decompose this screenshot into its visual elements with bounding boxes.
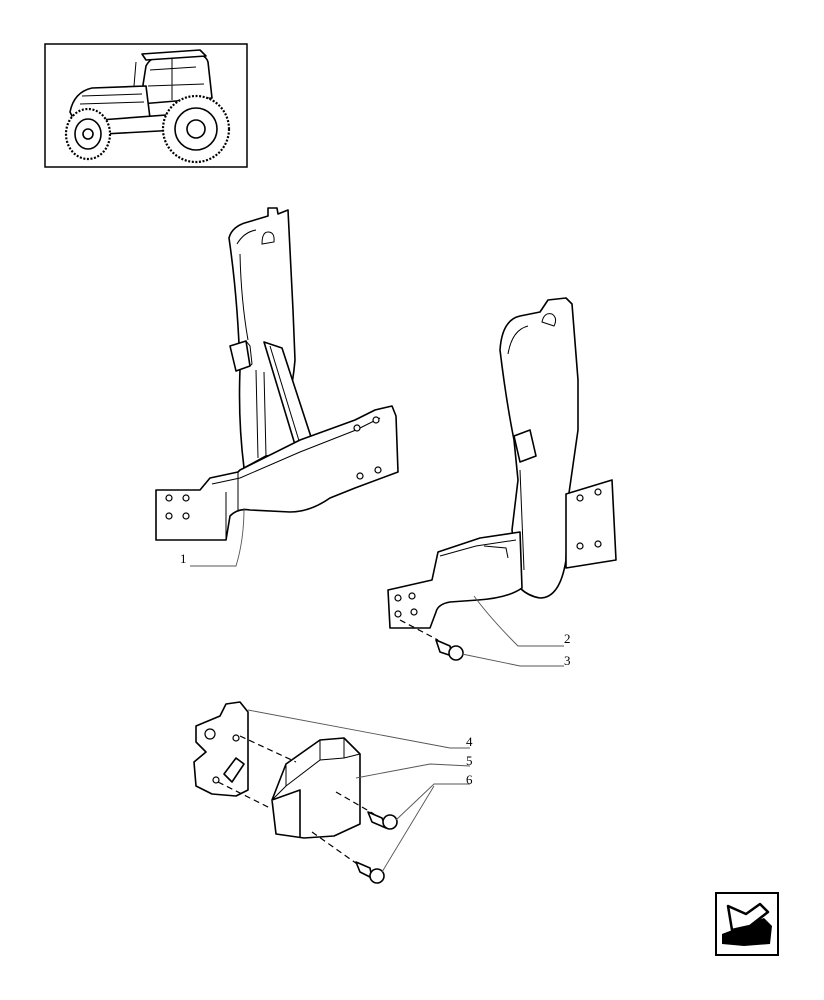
- callout-2[interactable]: 2: [564, 631, 571, 646]
- plate-part-4[interactable]: [193, 701, 249, 797]
- back-arrow-icon[interactable]: [715, 892, 779, 956]
- bracket-part-1[interactable]: [155, 207, 399, 541]
- weight-part-5[interactable]: [271, 737, 361, 839]
- callout-6[interactable]: 6: [466, 772, 473, 787]
- alignment-line-bolt-upper: [335, 791, 375, 815]
- alignment-line-upper: [239, 735, 297, 763]
- tractor-thumbnail[interactable]: [44, 43, 248, 168]
- callout-1[interactable]: 1: [180, 551, 187, 566]
- tractor-icon: [64, 49, 231, 164]
- bracket-part-2[interactable]: [387, 297, 617, 629]
- callout-5[interactable]: 5: [466, 753, 473, 768]
- leader-lines: [190, 507, 564, 873]
- bolt-part-3[interactable]: [399, 619, 464, 661]
- callout-4[interactable]: 4: [466, 734, 473, 749]
- callout-3[interactable]: 3: [564, 653, 571, 668]
- screw-part-6[interactable]: [355, 811, 398, 884]
